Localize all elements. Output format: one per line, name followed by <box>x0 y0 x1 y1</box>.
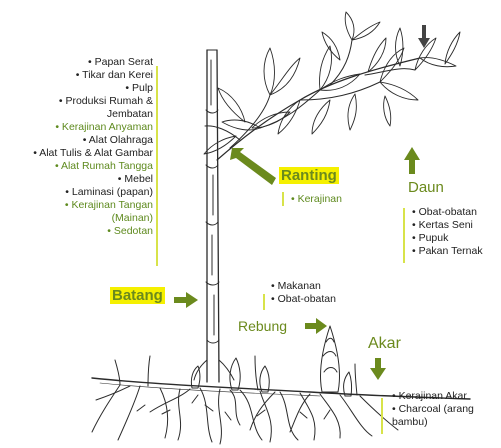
batang-uses-list: • Papan Serat• Tikar dan Kerei• Pulp• Pr… <box>0 56 153 238</box>
use-item: • Kerajinan <box>291 193 342 206</box>
use-item: bambu) <box>392 416 474 429</box>
akar-divider <box>381 398 383 434</box>
use-item: • Obat-obatan <box>271 293 336 306</box>
ranting-divider <box>282 192 284 206</box>
rebung-label: Rebung <box>238 318 287 334</box>
arrow-icon <box>230 148 276 185</box>
use-item: • Tikar dan Kerei <box>0 69 153 82</box>
use-item: (Mainan) <box>0 212 153 225</box>
use-item: • Alat Tulis & Alat Gambar <box>0 147 153 160</box>
use-item: • Papan Serat <box>0 56 153 69</box>
use-item: • Kerajinan Akar <box>392 390 474 403</box>
rebung-uses-list: • Makanan• Obat-obatan <box>271 280 336 306</box>
akar-label: Akar <box>368 335 401 353</box>
bamboo-branch <box>205 40 420 160</box>
rebung-shoot <box>320 326 339 392</box>
daun-label: Daun <box>408 179 444 196</box>
use-item: • Mebel <box>0 173 153 186</box>
arrow-icon <box>404 147 420 174</box>
use-item: • Obat-obatan <box>412 206 483 219</box>
use-item: Jembatan <box>0 108 153 121</box>
use-item: • Kertas Seni <box>412 219 483 232</box>
rebung-divider <box>263 294 265 310</box>
use-item: • Kerajinan Tangan <box>0 199 153 212</box>
use-item: • Pupuk <box>412 232 483 245</box>
use-item: • Charcoal (arang <box>392 403 474 416</box>
use-item: • Makanan <box>271 280 336 293</box>
bamboo-stem <box>194 50 234 382</box>
ranting-uses-list: • Kerajinan <box>291 193 342 206</box>
use-item: • Pulp <box>0 82 153 95</box>
batang-divider <box>156 66 158 266</box>
use-item: • Sedotan <box>0 225 153 238</box>
batang-label: Batang <box>110 287 165 304</box>
use-item: • Pakan Ternak <box>412 245 483 258</box>
daun-uses-list: • Obat-obatan• Kertas Seni• Pupuk• Pakan… <box>412 206 483 258</box>
use-item: • Produksi Rumah & <box>0 95 153 108</box>
arrow-icon <box>305 318 327 334</box>
use-item: • Alat Rumah Tangga <box>0 160 153 173</box>
roots <box>92 356 398 444</box>
daun-divider <box>403 208 405 263</box>
use-item: • Alat Olahraga <box>0 134 153 147</box>
use-item: • Laminasi (papan) <box>0 186 153 199</box>
ranting-label: Ranting <box>279 167 339 184</box>
arrow-icon <box>370 358 386 380</box>
bamboo-leaves <box>204 12 460 154</box>
arrow-icon <box>174 292 198 308</box>
use-item: • Kerajinan Anyaman <box>0 121 153 134</box>
